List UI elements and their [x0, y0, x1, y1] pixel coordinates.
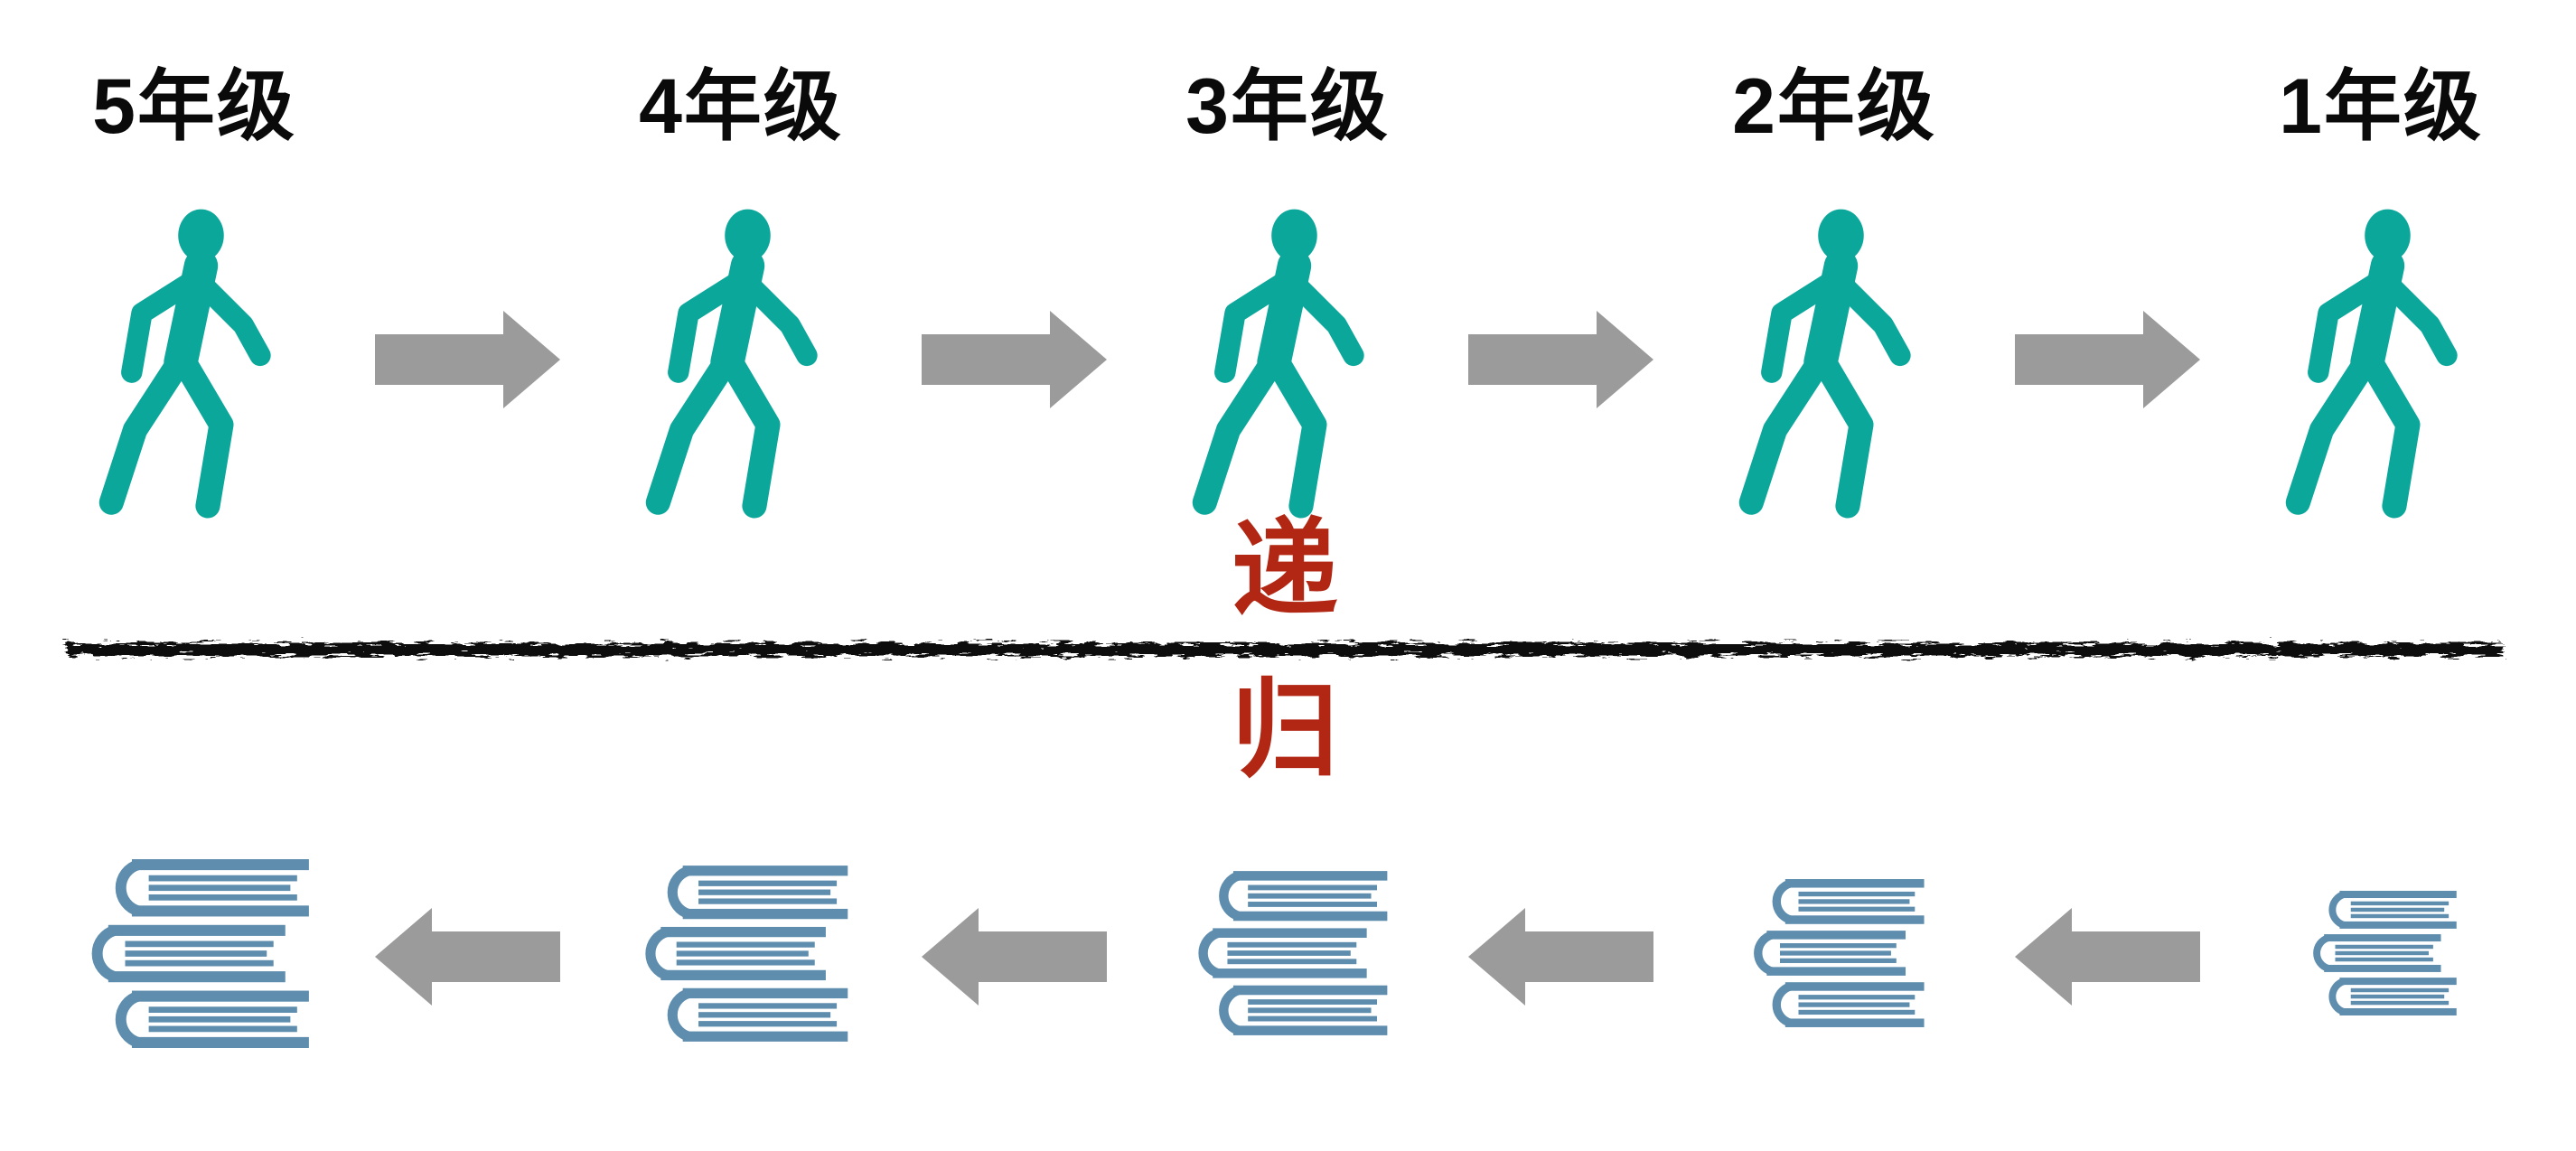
arrow-cell [885, 899, 1143, 1007]
recursion-return-label: 归 [1231, 671, 1339, 791]
left-arrow-icon [1468, 908, 1653, 1006]
grade-column-5: 5年级 [50, 45, 339, 544]
grade-label: 1年级 [2279, 62, 2483, 150]
arrow-cell [1979, 45, 2236, 410]
right-arrow-icon [2015, 311, 2200, 408]
grade-column-1: 1年级 [2236, 45, 2525, 544]
grade-label: 3年级 [1185, 62, 1390, 150]
book-stack-column-4 [1690, 879, 1979, 1027]
arrow-cell [885, 45, 1143, 410]
grades-row: 5年级 4年级 3年级 2年级 1年级 [50, 45, 2525, 544]
books-row [50, 845, 2525, 1062]
book-stack-column-2 [596, 866, 885, 1042]
book-stack-icon [78, 859, 311, 1048]
book-stack-column-1 [50, 859, 339, 1048]
arrow-cell [1979, 899, 2236, 1007]
grade-label: 5年级 [92, 62, 296, 150]
book-stack-column-3 [1143, 871, 1432, 1035]
arrow-cell [1432, 45, 1690, 410]
left-arrow-icon [375, 908, 560, 1006]
walking-person-icon [1183, 204, 1392, 544]
book-stack-icon [1743, 879, 1925, 1027]
right-arrow-icon [922, 311, 1107, 408]
grade-column-2: 2年级 [1690, 45, 1979, 544]
left-arrow-icon [2015, 908, 2200, 1006]
arrow-cell [1432, 899, 1690, 1007]
grade-label: 4年级 [639, 62, 843, 150]
grade-label: 2年级 [1732, 62, 1936, 150]
walking-person-icon [1729, 204, 1939, 544]
left-arrow-icon [922, 908, 1107, 1006]
grade-column-4: 4年级 [596, 45, 885, 544]
grade-column-3: 3年级 [1143, 45, 1432, 544]
walking-person-icon [636, 204, 846, 544]
divider-line [67, 643, 2503, 656]
arrow-cell [339, 45, 596, 410]
right-arrow-icon [375, 311, 560, 408]
recursion-descend-label: 递 [1231, 510, 1339, 630]
book-stack-icon [1186, 871, 1389, 1035]
arrow-cell [339, 899, 596, 1007]
book-stack-icon [632, 866, 849, 1042]
walking-person-icon [2276, 204, 2486, 544]
book-stack-column-5 [2236, 891, 2525, 1015]
walking-person-icon [89, 204, 299, 544]
book-stack-icon [2304, 891, 2458, 1015]
right-arrow-icon [1468, 311, 1653, 408]
